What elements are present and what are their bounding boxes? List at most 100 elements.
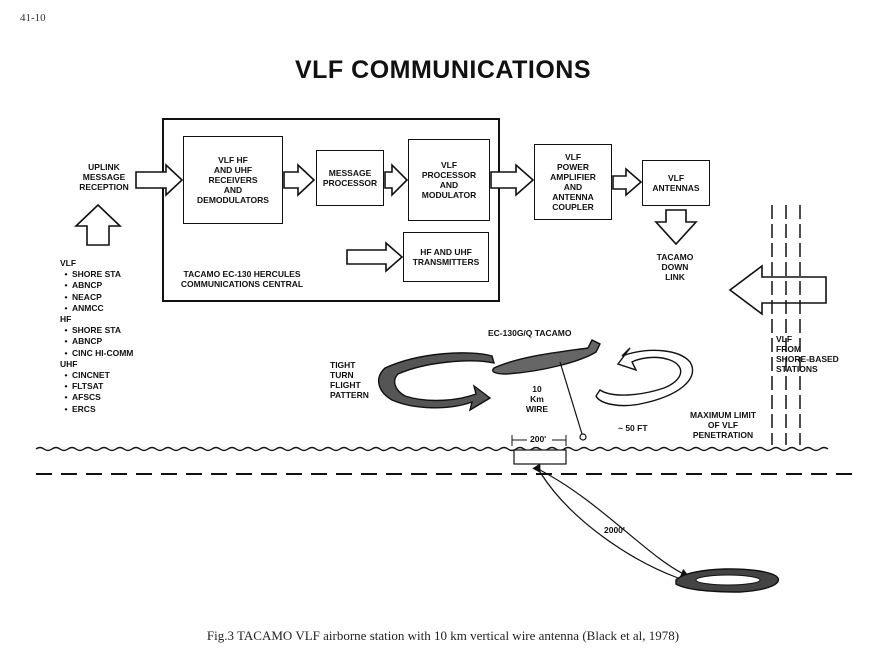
source-item-label: NEACP (72, 291, 102, 302)
block-line: AND UHF (213, 165, 253, 175)
width-label: 200' (530, 434, 547, 444)
wire-label-line: WIRE (525, 404, 549, 414)
power-amplifier-block: VLF POWER AMPLIFIER AND ANTENNA COUPLER (534, 144, 612, 220)
figure-caption: Fig.3 TACAMO VLF airborne station with 1… (206, 628, 680, 643)
block-line: VLF (667, 173, 685, 183)
bullet-icon: • (64, 370, 68, 381)
bullet-icon: • (64, 403, 68, 414)
source-item: •NEACP (60, 292, 133, 303)
source-item-label: CINCNET (72, 370, 110, 381)
block-line: PROCESSOR (322, 178, 378, 188)
block-line: ANTENNA (552, 192, 594, 202)
flight-pattern-line: FLIGHT (330, 380, 361, 390)
source-item: • SHORE STA (60, 325, 133, 336)
source-item: •ANMCC (60, 303, 133, 314)
submarine-hull (695, 574, 761, 586)
source-item: VLF (60, 258, 133, 269)
flow-arrow (384, 163, 409, 197)
source-item-label: HF (60, 314, 72, 325)
page-number: 41-10 (20, 12, 46, 24)
wire-label-line: 10 (532, 384, 542, 394)
block-line: PROCESSOR (421, 170, 477, 180)
source-item-label: ABNCP (72, 336, 103, 347)
source-item: • FLTSAT (60, 381, 133, 392)
wire-drogue (579, 433, 587, 441)
block-line: MESSAGE (328, 168, 372, 178)
block-line: RECEIVERS (208, 175, 258, 185)
source-item-label: ABNCP (72, 280, 103, 291)
wire-label: 10 Km WIRE (520, 384, 554, 414)
flow-arrow (283, 163, 316, 197)
block-line: VLF HF (218, 155, 248, 165)
sea-surface (35, 446, 829, 452)
vlf-shore-label-line: VLF (776, 334, 793, 344)
block-line: DEMODULATORS (197, 195, 269, 205)
source-item-label: SHORE STA (72, 325, 121, 336)
vlf-antennas-block: VLF ANTENNAS (642, 160, 710, 206)
source-item-label: ERCS (72, 403, 96, 414)
vlf-processor-modulator-block: VLF PROCESSOR AND MODULATOR (408, 139, 490, 221)
flight-ribbon-right (595, 347, 694, 407)
flow-arrow (490, 163, 535, 197)
source-item: • ABNCP (60, 336, 133, 347)
block-line: VLF (440, 160, 458, 170)
source-item: •CINC HI-COMM (60, 347, 134, 359)
central-label: TACAMO EC-130 HERCULES COMMUNICATIONS CE… (172, 269, 312, 289)
message-processor-block: MESSAGE PROCESSOR (316, 150, 384, 206)
bullet-icon: • (64, 280, 68, 291)
depth-label: ~ 50 FT (618, 423, 648, 433)
block-line: TRANSMITTERS (412, 257, 480, 267)
source-item: HF (60, 314, 133, 325)
source-item: UHF (60, 359, 133, 370)
source-item-label: UHF (60, 358, 78, 369)
uplink-arrow (135, 163, 184, 197)
diagram-title: VLF COMMUNICATIONS (294, 56, 591, 84)
hf-uhf-transmitters-block: HF AND UHF TRANSMITTERS (403, 232, 489, 282)
flight-ribbon-left (377, 352, 495, 412)
bullet-icon: • (64, 392, 68, 403)
propagation-path (535, 467, 690, 578)
block-line: POWER (556, 162, 590, 172)
source-item-label: FLTSAT (72, 381, 104, 392)
penetration-label: MAXIMUM LIMIT OF VLF PENETRATION (680, 410, 766, 440)
source-item: • CINCNET (60, 370, 133, 381)
bullet-icon: • (64, 381, 68, 392)
source-item-label: VLF (60, 258, 77, 268)
block-line: HF AND UHF (420, 247, 472, 257)
vlf-shore-label-line: FROM (776, 344, 802, 354)
source-item-label: ANMCC (72, 302, 104, 313)
sources-up-arrow (74, 203, 122, 246)
bullet-icon: • (64, 325, 68, 336)
central-label-line: TACAMO EC-130 HERCULES (183, 269, 301, 279)
distance-label: 2000' (604, 525, 625, 535)
central-label-line: COMMUNICATIONS CENTRAL (180, 279, 304, 289)
source-item-label: AFSCS (72, 392, 101, 403)
vlf-shore-label-line: SHORE-BASED (776, 354, 839, 364)
block-line: VLF (564, 152, 582, 162)
shore-vlf-arrow (728, 264, 827, 316)
propagation-path (532, 463, 679, 579)
source-item: • AFSCS (60, 392, 133, 403)
downlink-label-line: TACAMO (656, 252, 694, 262)
trailing-wire (559, 361, 583, 435)
receivers-demodulators-block: VLF HF AND UHF RECEIVERS AND DEMODULATOR… (183, 136, 283, 224)
downlink-label: TACAMO DOWN LINK (640, 252, 710, 282)
penetration-label-line: PENETRATION (692, 430, 754, 440)
source-item: • ERCS (60, 404, 133, 415)
penetration-label-line: MAXIMUM LIMIT (689, 410, 757, 420)
communications-central-box (162, 118, 500, 302)
bullet-icon: • (64, 336, 68, 347)
antenna-wire-segment (513, 449, 567, 465)
flight-pattern-line: TURN (330, 370, 354, 380)
block-line: AMPLIFIER (550, 172, 596, 182)
uplink-label: UPLINK MESSAGE RECEPTION (64, 162, 144, 192)
block-line: AND (439, 180, 459, 190)
uplink-label-line: UPLINK (88, 162, 120, 172)
downlink-arrow (654, 209, 698, 246)
penetration-label-line: OF VLF (707, 420, 739, 430)
source-item-label: SHORE STA (72, 269, 121, 280)
source-item: •SHORE STA (60, 269, 133, 280)
source-item-label: CINC HI-COMM (72, 347, 134, 358)
downlink-label-line: DOWN (661, 262, 689, 272)
